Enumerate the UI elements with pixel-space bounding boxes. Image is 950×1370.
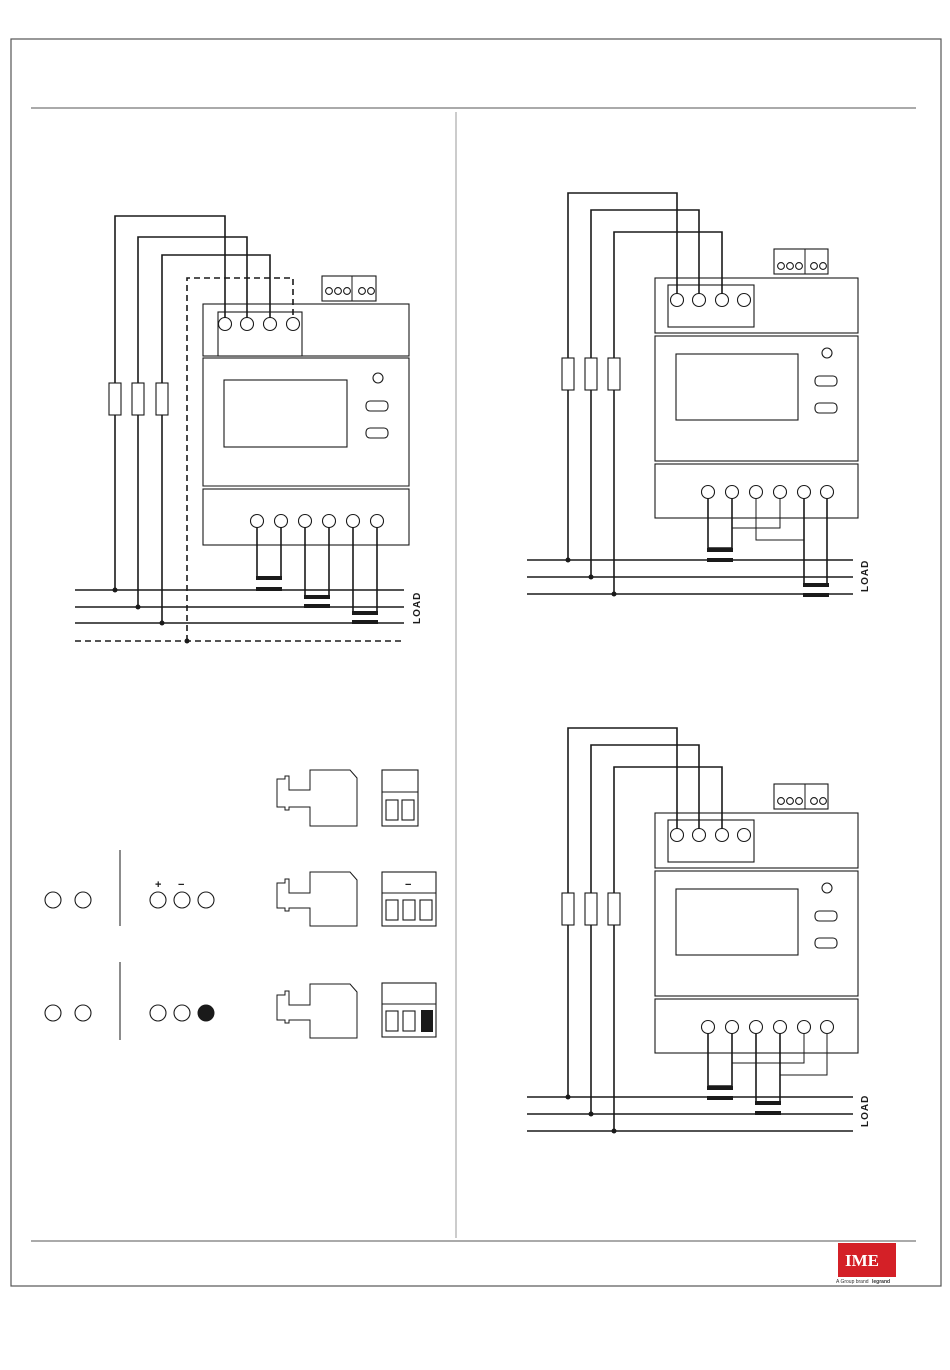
connector-option-row-2: + − − bbox=[45, 850, 436, 926]
minus-symbol: − bbox=[178, 879, 184, 891]
page-frame bbox=[11, 39, 941, 1286]
load-label: LOAD bbox=[860, 1095, 871, 1127]
brand-parent: legrand bbox=[872, 1279, 890, 1285]
meter-device bbox=[655, 249, 858, 518]
brand-logo-text: IME bbox=[845, 1251, 879, 1270]
diagram-right-3phase-3wire-2ct: LOAD bbox=[527, 193, 871, 597]
meter-device bbox=[655, 784, 858, 1053]
meter-device bbox=[203, 276, 409, 545]
output-connector-options: + − − bbox=[45, 770, 436, 1040]
brand-tagline: A Group brand bbox=[836, 1279, 869, 1285]
header-minus-mark: − bbox=[405, 879, 411, 891]
diagram-left-3phase-4wire: LOAD bbox=[75, 216, 423, 644]
connector-option-row-1 bbox=[277, 770, 418, 826]
diagram-right-3phase-3wire-aron: LOAD bbox=[527, 728, 871, 1134]
connector-option-row-3 bbox=[45, 962, 436, 1040]
brand-logo: IME A Group brand legrand bbox=[836, 1243, 896, 1285]
plus-symbol: + bbox=[155, 879, 161, 891]
load-label: LOAD bbox=[412, 592, 423, 624]
load-label: LOAD bbox=[860, 560, 871, 592]
